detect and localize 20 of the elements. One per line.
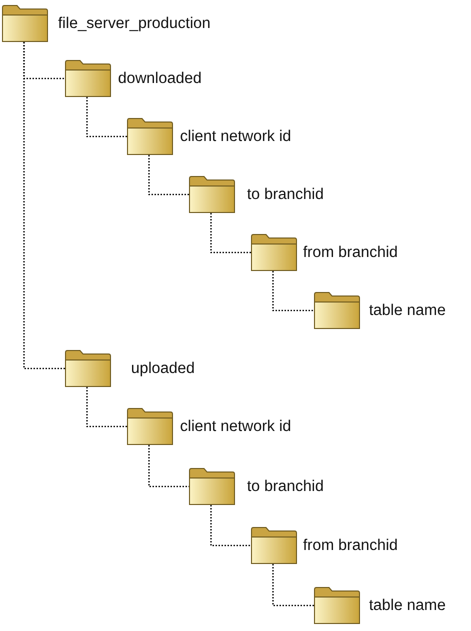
- dotted-connector: [210, 505, 251, 546]
- dotted-connector: [86, 97, 127, 138]
- folder-name: downloaded: [118, 70, 202, 88]
- folder-name: client network id: [180, 128, 292, 146]
- folder-name: client network id: [180, 418, 292, 436]
- folder-name: to branchid: [247, 478, 324, 496]
- dotted-connector: [272, 564, 314, 606]
- folder-name: to branchid: [247, 186, 324, 204]
- folder-name: from branchid: [303, 536, 398, 554]
- folder-name: file_server_production: [58, 14, 211, 32]
- dotted-connector: [272, 271, 314, 312]
- folder-name: table name: [369, 596, 446, 614]
- dotted-connector: [148, 155, 189, 196]
- dotted-connector: [23, 42, 65, 370]
- folder-name: uploaded: [131, 360, 195, 378]
- dotted-connector: [86, 387, 127, 428]
- dotted-connector: [210, 213, 251, 254]
- dotted-connector: [148, 445, 189, 488]
- folder-name: from branchid: [303, 244, 398, 262]
- folder-name: table name: [369, 302, 446, 320]
